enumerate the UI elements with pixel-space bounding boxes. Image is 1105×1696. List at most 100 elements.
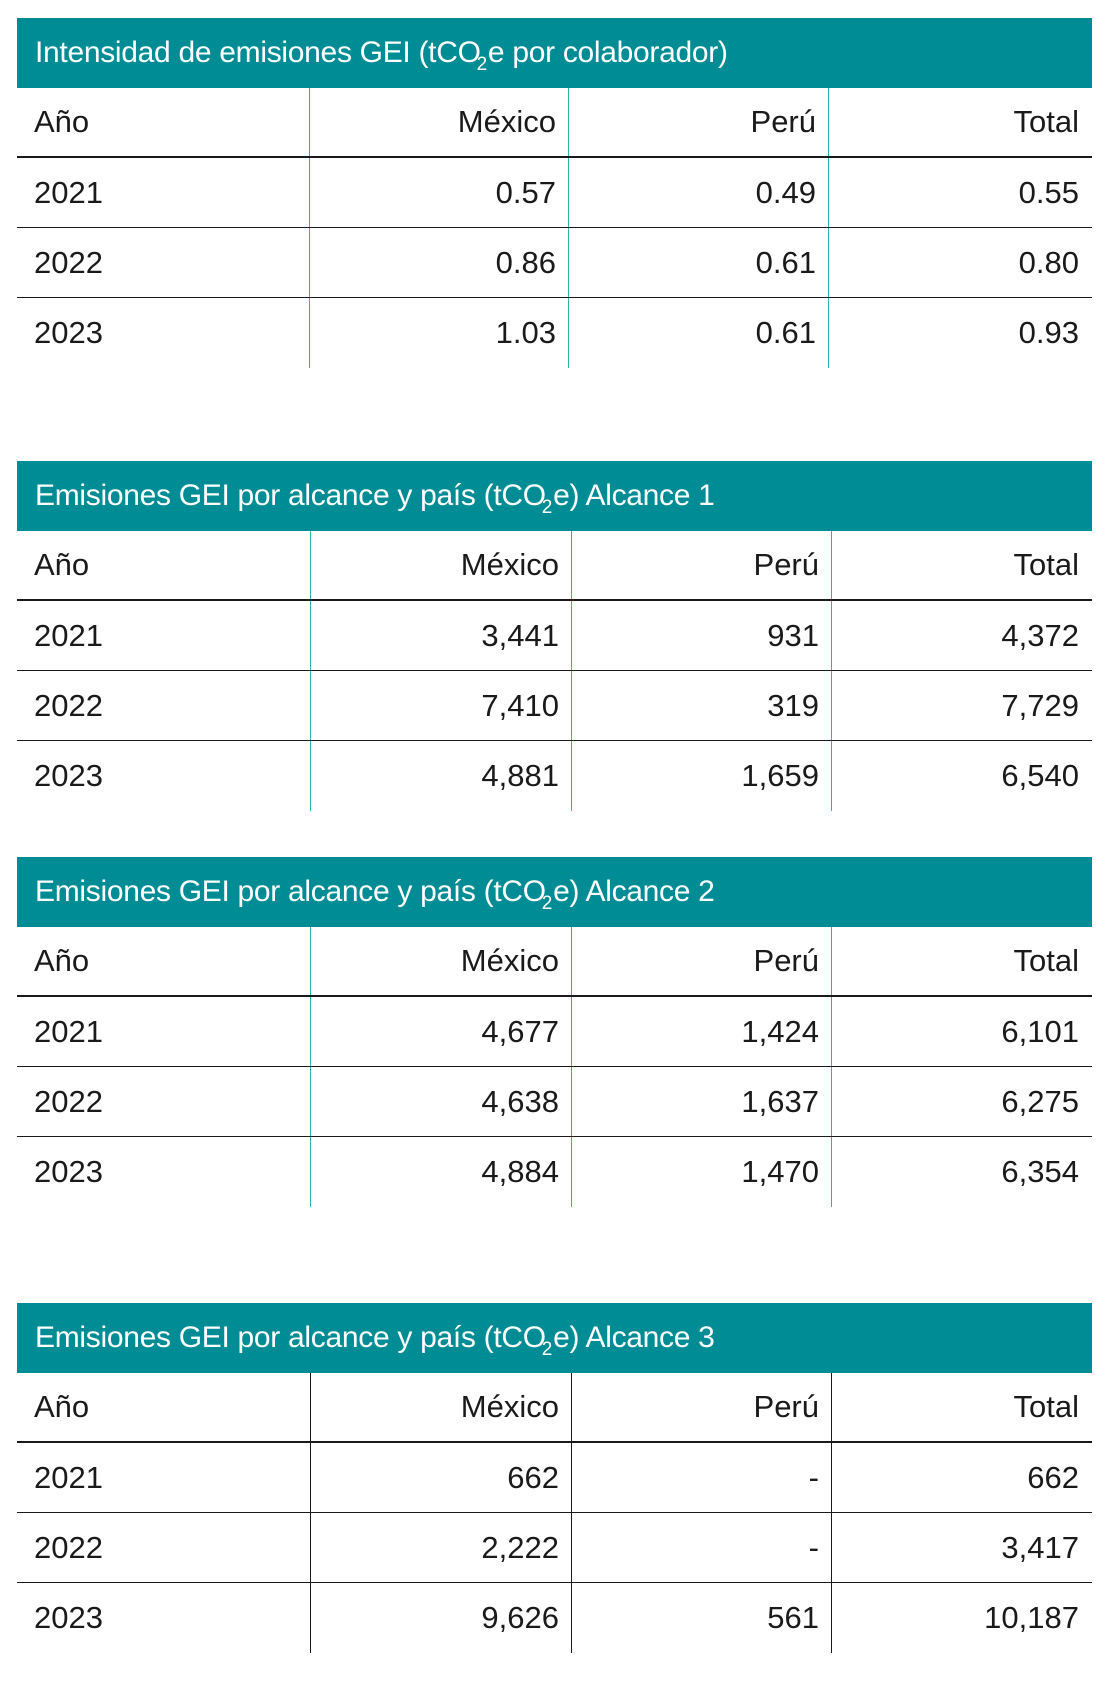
- cell-peru: 0.61: [569, 228, 829, 297]
- table-row: 2022 0.86 0.61 0.80: [17, 228, 1092, 298]
- cell-year: 2023: [17, 1583, 311, 1653]
- col-header-total: Total: [1013, 104, 1079, 139]
- cell-year: 2022: [17, 671, 311, 740]
- cell-mexico: 2,222: [311, 1513, 572, 1582]
- table-title-text: Intensidad de emisiones GEI (tCO: [35, 36, 481, 69]
- cell-peru: 1,637: [572, 1067, 832, 1136]
- cell-mexico: 4,677: [311, 997, 572, 1066]
- cell-total: 4,372: [1001, 617, 1079, 653]
- cell-year: 2021: [17, 1443, 311, 1512]
- cell-peru: 1,424: [572, 997, 832, 1066]
- cell-year: 2022: [17, 228, 310, 297]
- cell-mexico: 4,638: [311, 1067, 572, 1136]
- cell-peru: 0.61: [569, 298, 829, 368]
- table-title-text-end: e por colaborador): [487, 36, 728, 69]
- table-row: 2021 4,677 1,424 6,101: [17, 997, 1092, 1067]
- cell-peru: 1,659: [572, 741, 832, 811]
- cell-total: 0.93: [1018, 315, 1079, 350]
- table-row: 2021 662 - 662: [17, 1443, 1092, 1513]
- cell-total: 6,275: [1001, 1083, 1079, 1119]
- cell-mexico: 7,410: [311, 671, 572, 740]
- col-header-mexico: México: [311, 531, 572, 599]
- col-header-total: Total: [1013, 1389, 1079, 1424]
- cell-total: 662: [1027, 1459, 1079, 1495]
- col-header-mexico: México: [311, 1373, 572, 1441]
- col-header-year: Año: [17, 927, 311, 995]
- cell-total: 3,417: [1001, 1529, 1079, 1565]
- table-header-row: Año México Perú Total: [17, 531, 1092, 601]
- table-header-row: Año México Perú Total: [17, 1373, 1092, 1443]
- cell-year: 2022: [17, 1513, 311, 1582]
- col-header-year: Año: [17, 531, 311, 599]
- table-row: 2022 4,638 1,637 6,275: [17, 1067, 1092, 1137]
- table-row: 2023 4,881 1,659 6,540: [17, 741, 1092, 811]
- cell-year: 2023: [17, 298, 310, 368]
- cell-total: 6,540: [1001, 758, 1079, 793]
- cell-peru: 561: [572, 1583, 832, 1653]
- table-title-subscript: 2: [541, 893, 553, 914]
- cell-mexico: 662: [311, 1443, 572, 1512]
- cell-mexico: 0.86: [310, 228, 569, 297]
- cell-total: 0.55: [1018, 174, 1079, 210]
- table-row: 2023 1.03 0.61 0.93: [17, 298, 1092, 368]
- table-row: 2023 9,626 561 10,187: [17, 1583, 1092, 1653]
- cell-total: 6,101: [1001, 1013, 1079, 1049]
- col-header-year: Año: [17, 1373, 311, 1441]
- cell-peru: -: [572, 1513, 832, 1582]
- cell-mexico: 1.03: [310, 298, 569, 368]
- col-header-peru: Perú: [569, 88, 829, 156]
- cell-year: 2021: [17, 997, 311, 1066]
- col-header-total: Total: [1013, 943, 1079, 978]
- cell-year: 2023: [17, 741, 311, 811]
- cell-peru: 319: [572, 671, 832, 740]
- table-header-row: Año México Perú Total: [17, 88, 1092, 158]
- cell-year: 2021: [17, 158, 310, 227]
- table-row: 2021 3,441 931 4,372: [17, 601, 1092, 671]
- table-row: 2023 4,884 1,470 6,354: [17, 1137, 1092, 1207]
- table-title-text: Emisiones GEI por alcance y país (tCO: [35, 875, 546, 908]
- table-title-subscript: 2: [541, 1339, 553, 1360]
- cell-peru: 1,470: [572, 1137, 832, 1207]
- table-title-text: Emisiones GEI por alcance y país (tCO: [35, 479, 546, 512]
- col-header-mexico: México: [310, 88, 569, 156]
- cell-mexico: 3,441: [311, 601, 572, 670]
- cell-mexico: 0.57: [310, 158, 569, 227]
- table-title-text-end: e) Alcance 3: [553, 1321, 715, 1354]
- cell-peru: 931: [572, 601, 832, 670]
- col-header-peru: Perú: [572, 927, 832, 995]
- cell-mexico: 4,884: [311, 1137, 572, 1207]
- table-row: 2022 2,222 - 3,417: [17, 1513, 1092, 1583]
- table-title-subscript: 2: [476, 54, 488, 75]
- cell-total: 7,729: [1001, 687, 1079, 723]
- cell-total: 10,187: [984, 1600, 1079, 1635]
- col-header-peru: Perú: [572, 1373, 832, 1441]
- table-title-text-end: e) Alcance 2: [553, 875, 715, 908]
- cell-mexico: 9,626: [311, 1583, 572, 1653]
- cell-peru: 0.49: [569, 158, 829, 227]
- cell-year: 2023: [17, 1137, 311, 1207]
- col-header-mexico: México: [311, 927, 572, 995]
- table-title-text: Emisiones GEI por alcance y país (tCO: [35, 1321, 546, 1354]
- cell-peru: -: [572, 1443, 832, 1512]
- cell-total: 0.80: [1018, 244, 1079, 280]
- col-header-year: Año: [17, 88, 310, 156]
- table-header-row: Año México Perú Total: [17, 927, 1092, 997]
- col-header-total: Total: [1013, 547, 1079, 582]
- cell-total: 6,354: [1001, 1154, 1079, 1189]
- table-title-subscript: 2: [541, 497, 553, 518]
- cell-mexico: 4,881: [311, 741, 572, 811]
- table-row: 2022 7,410 319 7,729: [17, 671, 1092, 741]
- table-title-text-end: e) Alcance 1: [553, 479, 715, 512]
- cell-year: 2021: [17, 601, 311, 670]
- col-header-peru: Perú: [572, 531, 832, 599]
- cell-year: 2022: [17, 1067, 311, 1136]
- table-row: 2021 0.57 0.49 0.55: [17, 158, 1092, 228]
